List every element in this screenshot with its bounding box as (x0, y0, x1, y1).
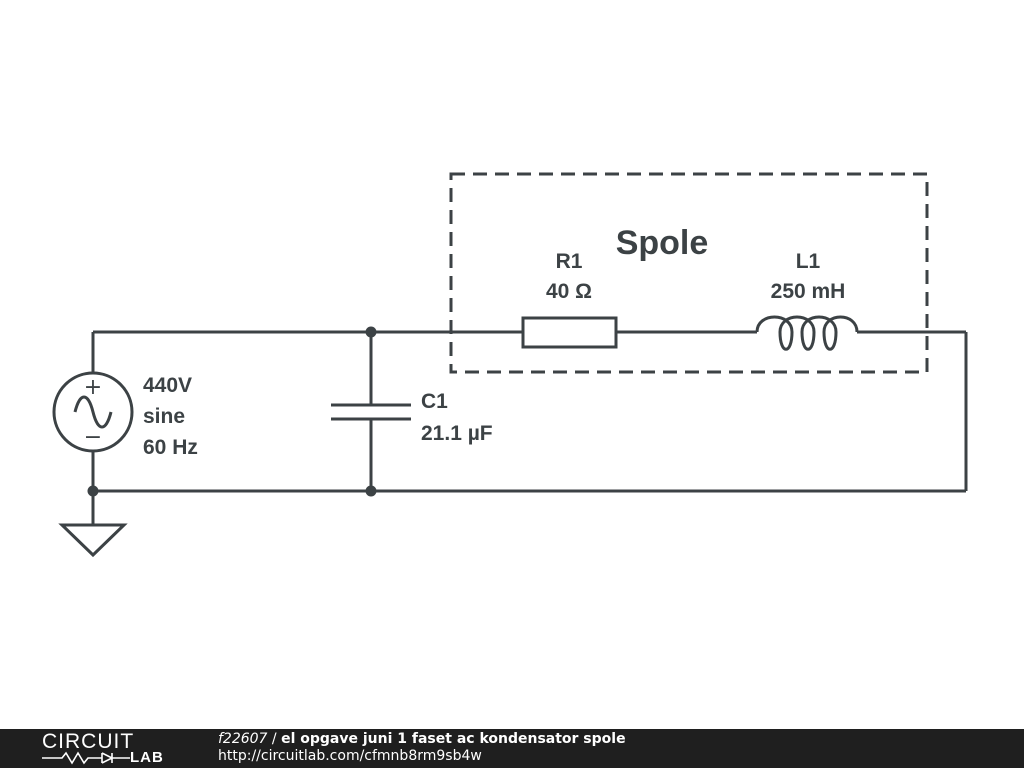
resistor-symbol (521, 316, 618, 349)
spole-group-label: Spole (616, 224, 709, 262)
ac-source-symbol (52, 371, 134, 453)
circuitlab-logo[interactable]: CIRCUIT LAB (42, 731, 182, 767)
logo-lab-text: LAB (130, 749, 164, 766)
footer-title-line: f22607 / el opgave juni 1 faset ac konde… (218, 731, 626, 748)
ground-symbol (58, 523, 128, 558)
inductor-name-label: L1 (796, 250, 821, 273)
circuit-url[interactable]: http://circuitlab.com/cfmnb8rm9sb4w (218, 748, 482, 764)
footer-caption: f22607 / el opgave juni 1 faset ac konde… (218, 731, 626, 765)
source-frequency-label: 60 Hz (143, 436, 198, 459)
circuit-title[interactable]: el opgave juni 1 faset ac kondensator sp… (281, 731, 626, 747)
source-waveform-label: sine (143, 405, 185, 428)
resistor-value-label: 40 Ω (546, 280, 592, 303)
footer-separator: / (267, 731, 282, 747)
source-voltage-label: 440V (143, 374, 192, 397)
junction-dot-bottom-cap (365, 485, 377, 497)
capacitor-name-label: C1 (421, 390, 448, 413)
circuit-id[interactable]: f22607 (218, 731, 268, 747)
junction-dot-top (365, 326, 377, 338)
logo-circuit-text: CIRCUIT (42, 730, 135, 753)
logo-resistor-icon (42, 751, 130, 765)
capacitor-value-label: 21.1 µF (421, 422, 493, 445)
footer-bar: CIRCUIT LAB f22607 / el opgave juni 1 fa… (0, 729, 1024, 768)
resistor-name-label: R1 (556, 250, 583, 273)
source-plus-sign: + (84, 375, 102, 400)
spole-group-box (449, 172, 929, 374)
junction-dot-bottom-source (87, 485, 99, 497)
source-minus-sign: − (84, 425, 102, 450)
inductor-symbol (755, 315, 859, 351)
inductor-value-label: 250 mH (771, 280, 846, 303)
circuit-schematic: Spole + − 440V sine 60 Hz C1 21.1 µF R1 … (52, 172, 968, 558)
